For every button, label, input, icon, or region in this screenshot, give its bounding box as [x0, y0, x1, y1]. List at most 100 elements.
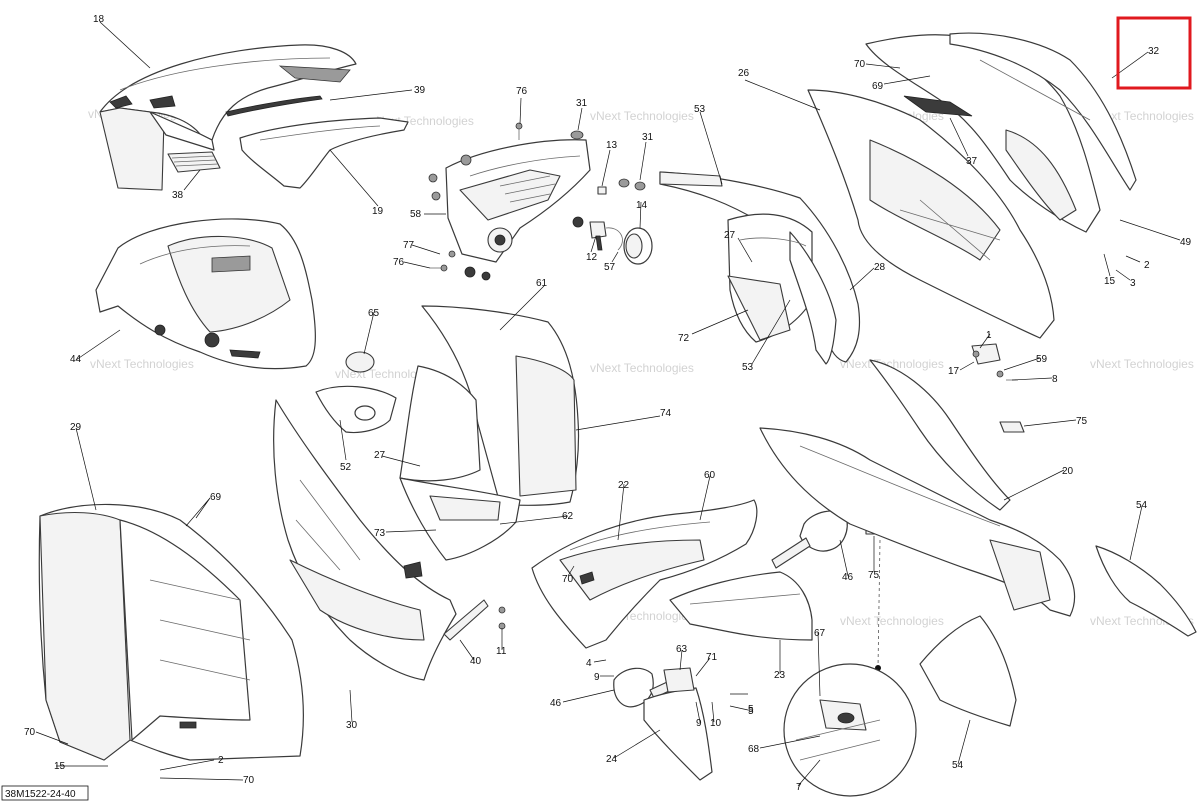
callout-label: 77 — [403, 240, 415, 251]
callout-label: 75 — [1076, 416, 1088, 427]
callout-label: 31 — [642, 132, 654, 143]
callout-label: 58 — [410, 209, 422, 220]
callout-label: 54 — [952, 760, 964, 771]
watermark: vNext Technologies — [1090, 109, 1194, 123]
callout-label: 54 — [1136, 500, 1148, 511]
callout-label: 57 — [604, 262, 616, 273]
callout-label: 67 — [814, 628, 826, 639]
callout-label: 15 — [54, 761, 66, 772]
watermark: vNext Technologies — [90, 357, 194, 371]
part-46-mirrors — [613, 510, 848, 708]
callout-label: 31 — [576, 98, 588, 109]
callout-label: 69 — [210, 492, 222, 503]
callout-label: 10 — [710, 718, 722, 729]
callout-label: 49 — [1180, 237, 1192, 248]
highlight-box — [1116, 16, 1192, 90]
watermark: vNext Technologies — [1090, 357, 1194, 371]
callout-label: 46 — [550, 698, 562, 709]
drawing-code: 38M1522-24-40 — [5, 789, 76, 800]
callout-label: 15 — [1104, 276, 1116, 287]
callout-label: 68 — [748, 744, 760, 755]
callout-label: 1 — [986, 330, 992, 341]
callout-label: 40 — [470, 656, 482, 667]
callout-label: 14 — [636, 200, 648, 211]
callout-label: 18 — [93, 14, 105, 25]
small-hardware-group — [428, 122, 646, 281]
leader-lines — [35, 21, 1181, 787]
part-18-upper-cap — [99, 44, 357, 191]
callout-label: 11 — [496, 646, 507, 657]
callout-label: 61 — [536, 278, 548, 289]
callout-label: 9 — [696, 718, 702, 729]
part-52-65-bracket — [315, 351, 397, 434]
part-1-17-59-8-hardware — [971, 343, 1018, 381]
callout-label: 23 — [774, 670, 786, 681]
callout-label: 4 — [586, 658, 592, 669]
watermark: vNext Technologies — [590, 361, 694, 375]
callout-label: 73 — [374, 528, 386, 539]
callout-label: 22 — [618, 480, 630, 491]
callout-label: 70 — [562, 574, 574, 585]
callout-label: 5 — [748, 706, 754, 717]
callout-label: 2 — [1144, 260, 1150, 271]
part-20-right-fairing — [759, 359, 1076, 617]
callout-label: 74 — [660, 408, 672, 419]
part-39-trim-strip — [225, 95, 323, 117]
callout-label: 72 — [678, 333, 690, 344]
callout-label: 28 — [874, 262, 886, 273]
callout-label: 38 — [172, 190, 184, 201]
callout-label: 70 — [243, 775, 255, 786]
callout-label: 71 — [706, 652, 718, 663]
callout-label: 70 — [854, 59, 866, 70]
part-12-14-57-bulb-assembly — [589, 221, 653, 265]
callout-label: 30 — [346, 720, 358, 731]
callout-label: 44 — [70, 354, 82, 365]
callout-label: 53 — [742, 362, 754, 373]
callout-label: 29 — [70, 422, 82, 433]
callout-label: 19 — [372, 206, 384, 217]
part-23-lower-panel — [669, 571, 813, 641]
watermark: vNext Technologies — [840, 357, 944, 371]
callout-label: 39 — [414, 85, 426, 96]
callout-label: 52 — [340, 462, 352, 473]
callout-label: 32 — [1148, 46, 1160, 57]
callout-label: 59 — [1036, 354, 1048, 365]
part-30-lower-cowl — [273, 399, 457, 681]
callout-label: 5 — [748, 704, 754, 715]
callout-label: 69 — [872, 81, 884, 92]
callout-label: 9 — [594, 672, 600, 683]
callout-label: 37 — [966, 156, 978, 167]
watermark: vNext Technologies — [840, 614, 944, 628]
part-58-headlight — [445, 139, 591, 263]
watermark: vNext Technologies — [590, 109, 694, 123]
callout-label: 3 — [1130, 278, 1136, 289]
callout-label: 24 — [606, 754, 618, 765]
part-29-left-fairing — [38, 503, 304, 761]
callout-label: 46 — [842, 572, 854, 583]
callout-label: 76 — [393, 257, 405, 268]
part-44-instrument-housing — [95, 218, 316, 370]
callout-label: 62 — [562, 511, 574, 522]
callout-label: 7 — [796, 782, 802, 793]
callout-label: 12 — [586, 252, 598, 263]
callout-label: 26 — [738, 68, 750, 79]
callout-label: 70 — [24, 727, 36, 738]
callout-label: 27 — [724, 230, 736, 241]
part-24-63-71-brackets — [643, 667, 713, 781]
part-61-74-windscreen — [399, 305, 580, 561]
callout-label: 53 — [694, 104, 706, 115]
drawing-code-box: 38M1522-24-40 — [1, 785, 89, 801]
callout-label: 60 — [704, 470, 716, 481]
callout-label: 13 — [606, 140, 618, 151]
part-26-37-49-side-fairing — [807, 32, 1137, 339]
callout-label: 65 — [368, 308, 380, 319]
callout-label: 63 — [676, 644, 688, 655]
callout-label: 8 — [1052, 374, 1058, 385]
callout-label: 20 — [1062, 466, 1074, 477]
callout-label: 76 — [516, 86, 528, 97]
part-40-11-bracket — [443, 599, 506, 641]
detail-view-circle — [783, 539, 917, 797]
callout-label: 27 — [374, 450, 386, 461]
part-22-60-front-nose — [531, 499, 758, 649]
part-27-28-72-fairing — [727, 213, 837, 365]
